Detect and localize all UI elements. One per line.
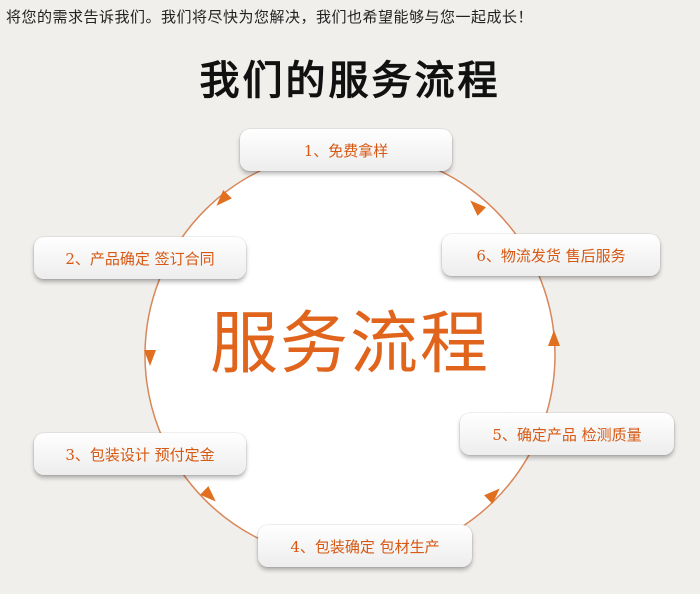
step-4-confirm-package-production: 4、包装确定 包材生产 [258, 525, 472, 567]
arrow-icon [484, 488, 500, 504]
page-title: 我们的服务流程 [199, 58, 501, 104]
step-6-shipping-after-sales: 6、物流发货 售后服务 [442, 234, 660, 276]
arrow-icon [216, 190, 232, 206]
step-5-confirm-product-quality-check: 5、确定产品 检测质量 [460, 413, 674, 455]
center-title: 服务流程 [209, 305, 490, 384]
arrow-icon [470, 200, 486, 216]
step-3-package-design-deposit: 3、包装设计 预付定金 [34, 433, 246, 475]
step-2-confirm-product-sign-contract: 2、产品确定 签订合同 [34, 237, 246, 279]
tagline: 将您的需求告诉我们。我们将尽快为您解决，我们也希望能够与您一起成长！ [6, 8, 534, 26]
step-1-free-sample: 1、免费拿样 [240, 129, 452, 171]
arrow-icon [548, 330, 560, 346]
arrow-icon [200, 486, 216, 502]
arrow-icon [144, 350, 156, 366]
